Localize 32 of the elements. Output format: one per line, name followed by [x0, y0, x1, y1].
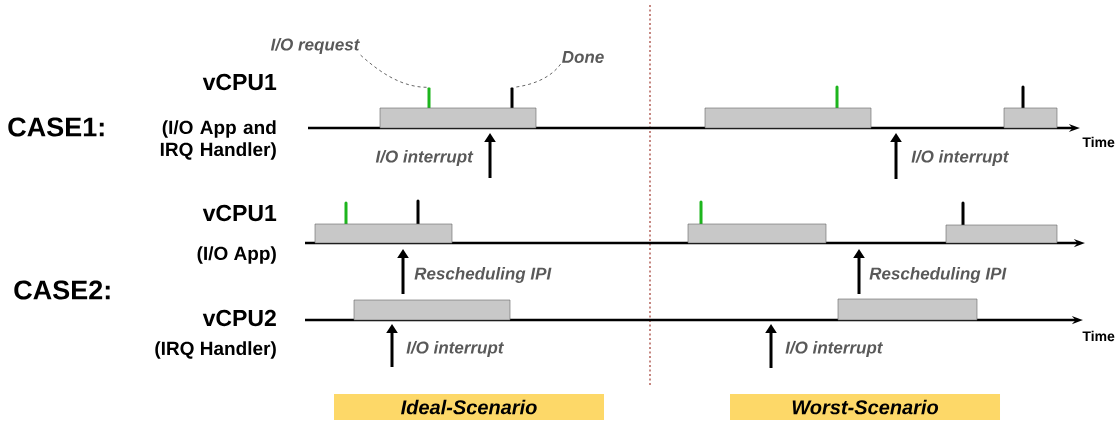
cpu-label: vCPU2	[202, 309, 276, 327]
cpu-role-label: (I/O App and IRQ Handler)	[160, 120, 276, 160]
axis-label: Time	[1082, 136, 1115, 148]
time-bar	[945, 224, 1058, 244]
axis-label: Time	[1082, 330, 1115, 342]
leader-line	[513, 63, 561, 88]
leader-line	[360, 54, 428, 88]
tick-mark	[510, 87, 514, 109]
event-label: Rescheduling IPI	[414, 267, 552, 283]
cpu-role-label: (I/O App)	[197, 246, 276, 264]
scenario-band: Ideal-Scenario	[334, 394, 604, 420]
time-bar	[687, 223, 827, 244]
event-label: I/O interrupt	[375, 150, 474, 166]
event-label: I/O interrupt	[911, 150, 1010, 166]
cpu-role-label: (IRQ Handler)	[155, 341, 276, 359]
time-bar	[314, 223, 453, 244]
time-bar	[353, 299, 511, 321]
time-bar	[1003, 107, 1058, 129]
scenario-band: Worst-Scenario	[730, 394, 1000, 420]
tick-mark	[427, 87, 431, 109]
cpu-label: vCPU1	[202, 204, 277, 222]
event-label: I/O interrupt	[785, 341, 884, 357]
event-label: I/O interrupt	[406, 341, 505, 357]
case-label: CASE2:	[14, 280, 110, 300]
callout-text: Done	[562, 51, 604, 63]
callout-text: I/O request	[270, 38, 360, 54]
time-bar	[379, 107, 537, 129]
time-bar	[704, 107, 872, 129]
event-label: Rescheduling IPI	[869, 267, 1007, 283]
time-bar	[837, 298, 978, 321]
cpu-label: vCPU1	[202, 73, 277, 91]
case-label: CASE1:	[8, 117, 104, 137]
